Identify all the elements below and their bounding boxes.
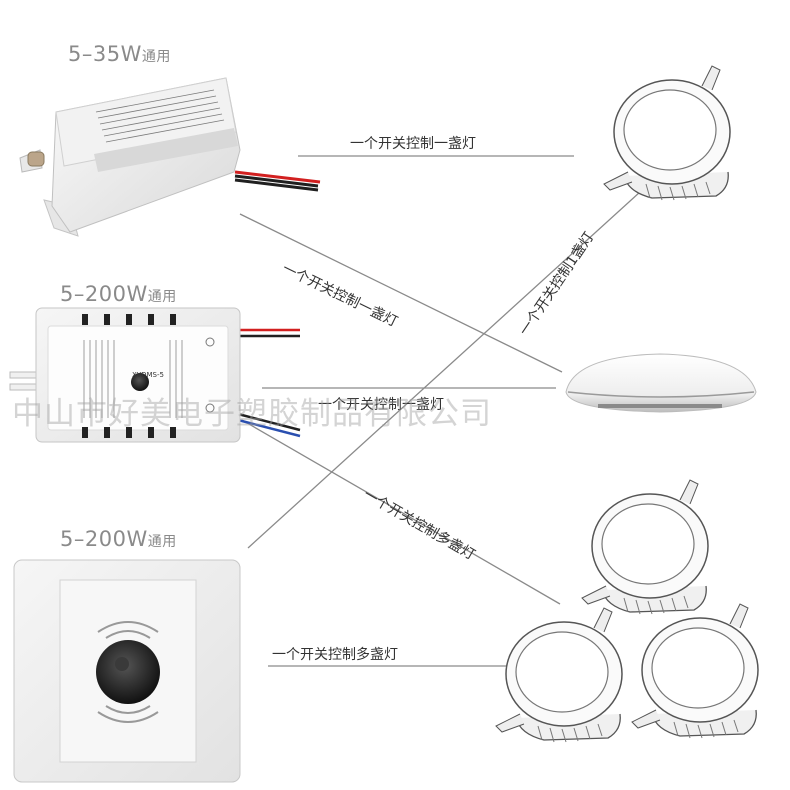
- ceiling-light: [565, 353, 757, 413]
- downlight-top: [603, 65, 731, 201]
- wattage-label-2: 5–200W通用: [60, 282, 177, 306]
- wattage-suffix: 通用: [147, 289, 177, 305]
- connector-line-5: [241, 419, 561, 605]
- connector-line-2: [239, 213, 563, 373]
- connector-line-3: [247, 191, 641, 549]
- wattage-value: 5–200W: [60, 527, 148, 551]
- downlight-bottom-left: [495, 607, 623, 743]
- device-model-label: XYDMS-5: [132, 372, 164, 378]
- connector-lines: [239, 155, 641, 667]
- wall-panel-switch: [13, 559, 241, 783]
- downlight-bottom-right: [631, 603, 759, 739]
- wattage-value: 5–200W: [60, 282, 148, 306]
- wattage-label-1: 5–35W通用: [68, 42, 171, 66]
- wattage-suffix: 通用: [141, 49, 171, 65]
- wattage-value: 5–35W: [68, 42, 142, 66]
- caption-bottom: 一个开关控制多盏灯: [272, 647, 398, 663]
- caption-top: 一个开关控制一盏灯: [350, 136, 476, 152]
- caption-middle: 一个开关控制一盏灯: [318, 397, 444, 413]
- downlight-middle: [581, 479, 709, 615]
- small-sensor-module: [19, 77, 321, 237]
- wattage-suffix: 通用: [147, 534, 177, 550]
- sound-light-sensor-module: [9, 307, 301, 443]
- company-watermark: 中山市好美电子塑胶制品有限公司: [12, 396, 492, 432]
- wattage-label-3: 5–200W通用: [60, 527, 177, 551]
